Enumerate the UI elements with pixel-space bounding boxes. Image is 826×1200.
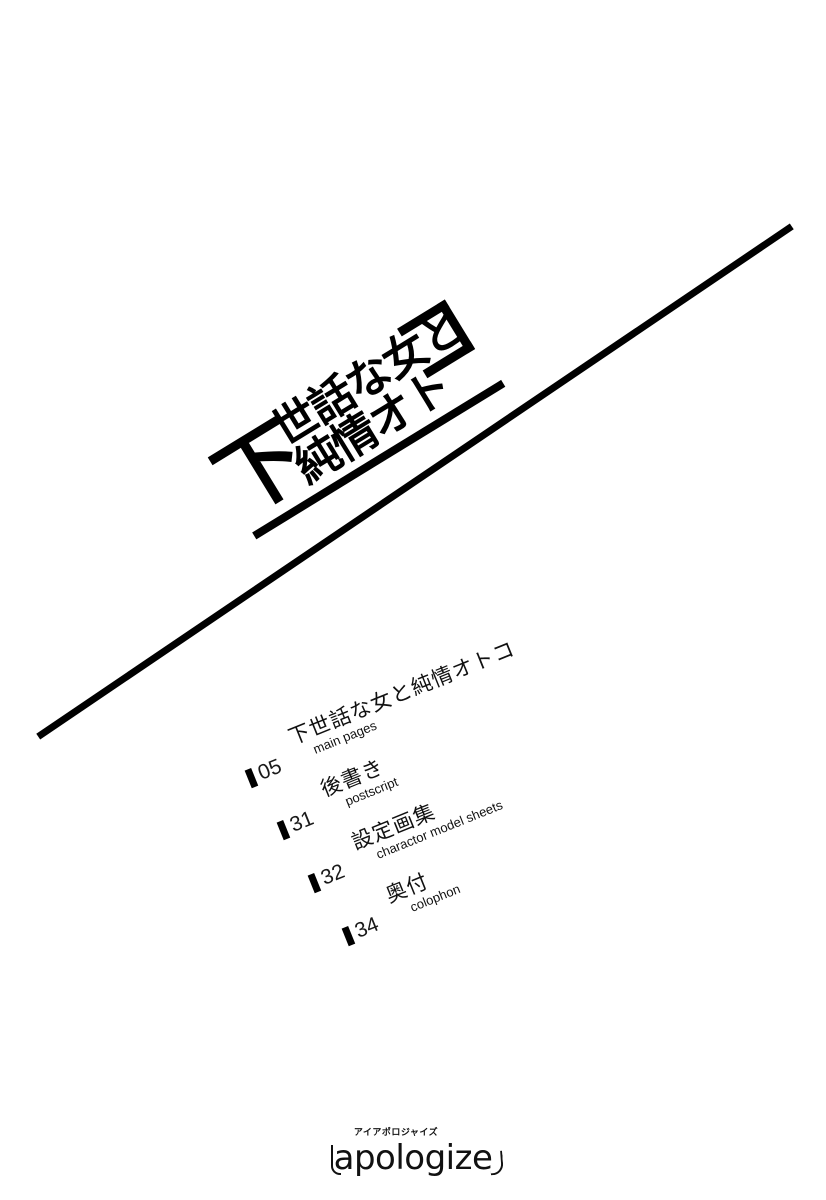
table-of-contents: 05 下世話な女と純情オトコ main pages 31 後書き postscr… [244, 637, 588, 946]
logo-swoosh-right-icon [489, 1150, 505, 1176]
toc-bullet-icon [341, 925, 356, 946]
toc-bullet-icon [276, 819, 291, 840]
logo-swoosh-left-icon [330, 1145, 341, 1175]
toc-page-number: 31 [286, 806, 317, 837]
toc-bullet-icon [244, 767, 259, 788]
toc-bullet-icon [307, 872, 322, 893]
logo-wordmark-wrap: apologize [330, 1138, 505, 1178]
toc-page-number: 05 [254, 754, 285, 785]
title-lockup: 下 世話な女と 純情オト [185, 269, 519, 554]
toc-page-number: 32 [317, 859, 348, 890]
logo-wordmark-text: apologize [333, 1138, 493, 1178]
toc-entry-labels: 下世話な女と純情オトコ main pages [285, 636, 525, 764]
toc-entry-title-jp: 下世話な女と純情オトコ [285, 636, 519, 750]
toc-page-number: 34 [351, 912, 382, 943]
logo-katakana-reading: アイアポロジャイズ [353, 1128, 439, 1138]
publisher-logo: アイアポロジャイズ apologize [0, 1128, 826, 1177]
